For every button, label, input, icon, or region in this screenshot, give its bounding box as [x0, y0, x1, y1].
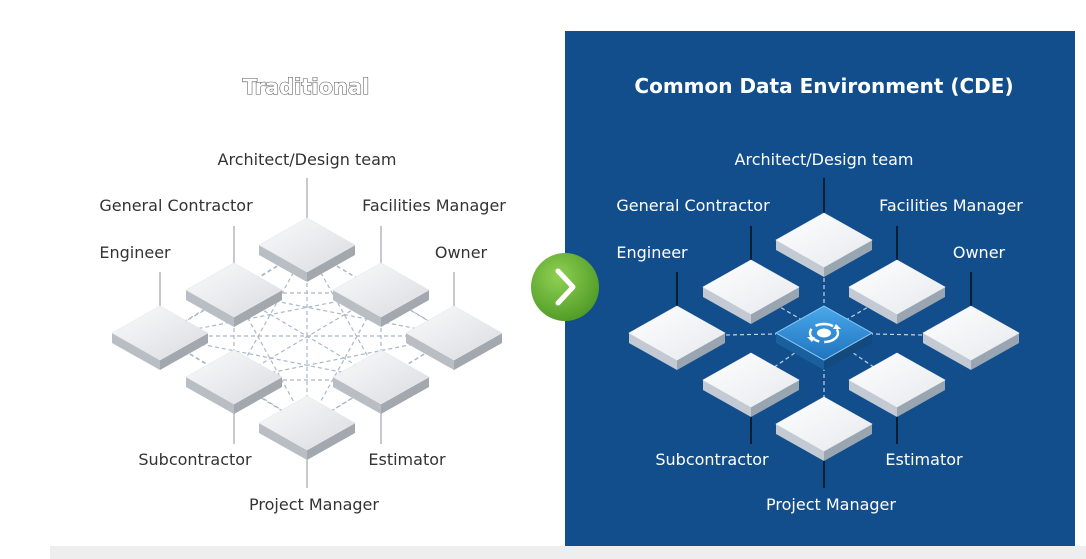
cde-tile-engineer: [628, 305, 726, 370]
cde-title: Common Data Environment (CDE): [634, 74, 1013, 98]
cde-tile-subcontractor: [702, 352, 800, 417]
traditional-tile-subcontractor: [185, 349, 283, 414]
left-label-owner: Owner: [435, 243, 488, 262]
left-label-subcontractor: Subcontractor: [138, 450, 252, 469]
left-label-general-contractor: General Contractor: [99, 196, 253, 215]
traditional-tile-owner: [405, 305, 503, 370]
cde-tile-architect: [775, 212, 873, 277]
left-label-facilities-manager: Facilities Manager: [362, 196, 506, 215]
cde-hub: [774, 305, 874, 370]
bottom-gray-bar: [50, 546, 1086, 559]
transition-arrow[interactable]: [531, 253, 599, 321]
left-label-engineer: Engineer: [99, 243, 171, 262]
traditional-tiles: [111, 217, 503, 460]
right-label-owner: Owner: [953, 243, 1006, 262]
traditional-tile-facilities-manager: [332, 262, 430, 327]
cde-panel-background: [565, 31, 1075, 546]
right-label-facilities-manager: Facilities Manager: [879, 196, 1023, 215]
cde-tile-project-manager: [775, 396, 873, 461]
cde-tile-general-contractor: [702, 259, 800, 324]
traditional-tile-engineer: [111, 305, 209, 370]
traditional-tile-estimator: [332, 349, 430, 414]
left-label-project-manager: Project Manager: [249, 495, 379, 514]
sync-icon: [807, 322, 841, 344]
left-label-estimator: Estimator: [368, 450, 446, 469]
right-label-project-manager: Project Manager: [766, 495, 896, 514]
right-label-subcontractor: Subcontractor: [655, 450, 769, 469]
cde-tiles: [628, 212, 1020, 461]
right-label-estimator: Estimator: [885, 450, 963, 469]
cde-tile-facilities-manager: [848, 259, 946, 324]
right-label-engineer: Engineer: [616, 243, 688, 262]
right-label-general-contractor: General Contractor: [616, 196, 770, 215]
traditional-tile-general-contractor: [185, 262, 283, 327]
left-label-architect: Architect/Design team: [218, 150, 397, 169]
cde-tile-owner: [922, 305, 1020, 370]
traditional-tile-project-manager: [258, 395, 356, 460]
cde-tile-estimator: [848, 352, 946, 417]
chevron-right-icon: [555, 268, 576, 306]
right-label-architect: Architect/Design team: [735, 150, 914, 169]
arrow-circle: [531, 253, 599, 321]
traditional-tile-architect: [258, 217, 356, 282]
traditional-title: Traditional: [243, 75, 370, 99]
